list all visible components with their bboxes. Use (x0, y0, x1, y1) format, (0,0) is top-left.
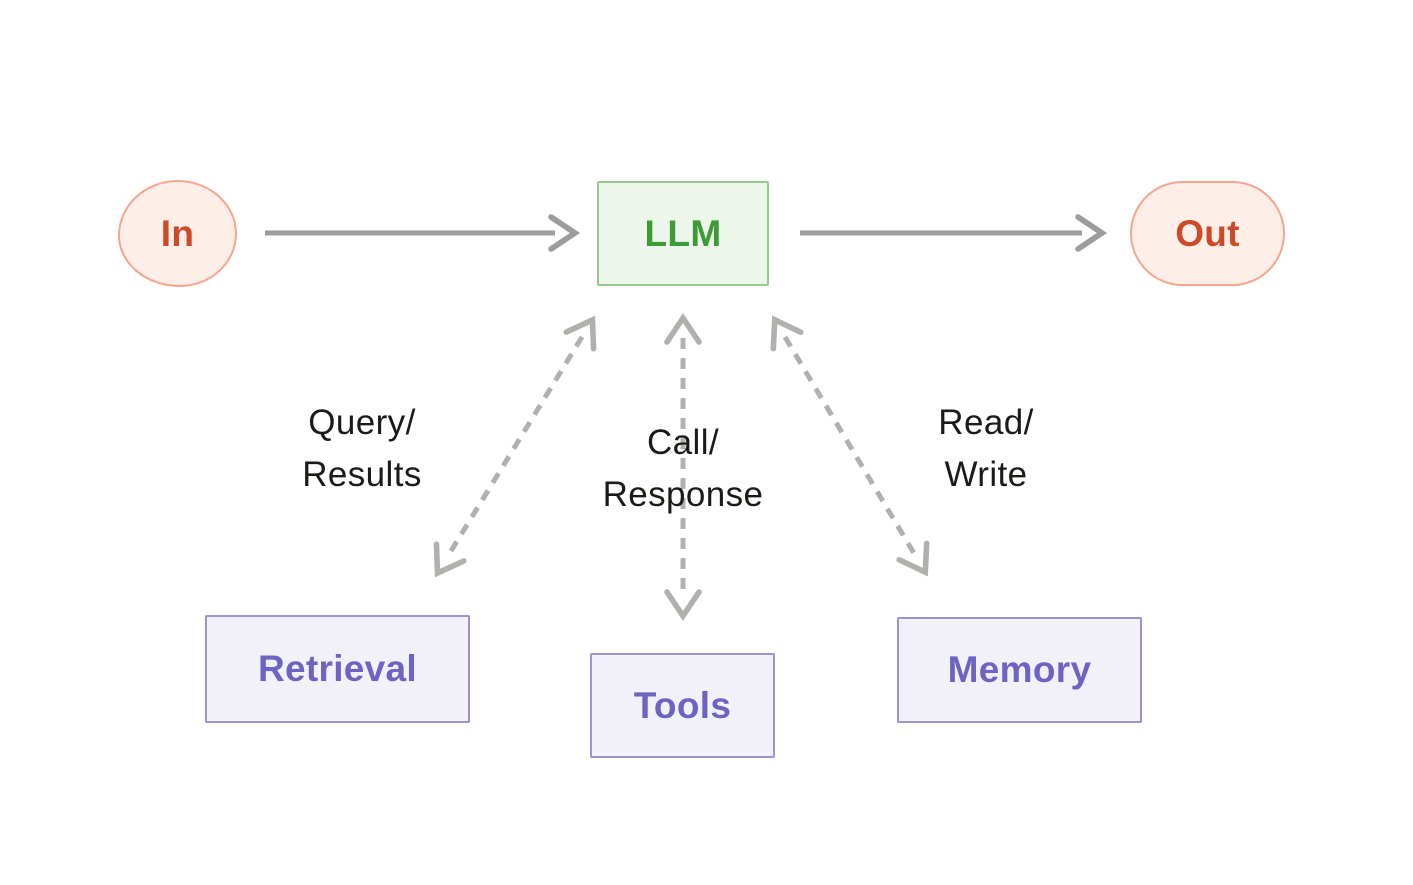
node-llm-label: LLM (644, 212, 722, 254)
arrow-llm-retrieval (433, 315, 597, 578)
node-in: In (118, 180, 237, 287)
node-out: Out (1130, 181, 1285, 286)
edge-label-query-line1: Query/ (308, 403, 416, 442)
node-tools: Tools (590, 653, 775, 758)
node-in-label: In (160, 212, 195, 254)
edge-label-read-line1: Read/ (938, 403, 1034, 442)
edge-label-query-results: Query/ Results (302, 397, 422, 501)
edge-label-read-write: Read/ Write (938, 397, 1033, 501)
edge-label-call-line2: Response (602, 475, 764, 514)
edge-label-query-line2: Results (302, 455, 422, 494)
node-memory-label: Memory (947, 649, 1092, 690)
edge-label-read-line2: Write (944, 455, 1028, 494)
edge-label-call-line1: Call/ (646, 423, 720, 462)
node-tools-label: Tools (633, 684, 732, 726)
edge-label-call-response: Call/ Response (603, 417, 764, 521)
node-llm: LLM (597, 181, 769, 286)
node-retrieval-label: Retrieval (257, 648, 417, 689)
node-out-label: Out (1175, 212, 1240, 254)
node-memory: Memory (897, 617, 1142, 723)
node-retrieval: Retrieval (205, 615, 470, 723)
arrow-llm-memory (770, 315, 930, 577)
